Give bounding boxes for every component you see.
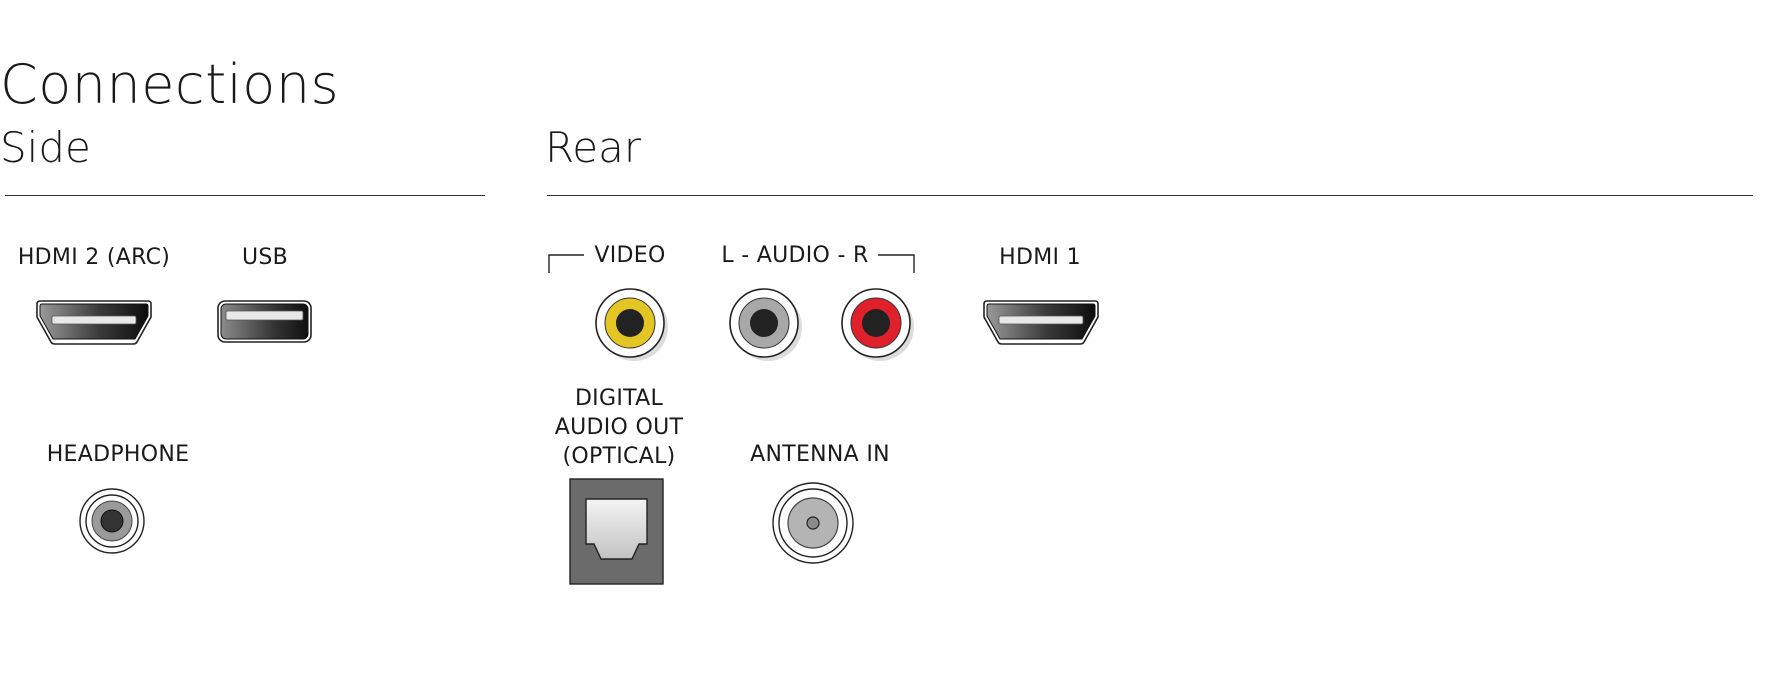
- hdmi2-label: HDMI 2 (ARC): [17, 245, 171, 270]
- antenna-in-label: ANTENNA IN: [750, 442, 890, 467]
- digital-audio-out-line-2: AUDIO OUT: [554, 415, 684, 440]
- digital-audio-out-label: DIGITAL AUDIO OUT (OPTICAL): [544, 384, 694, 471]
- video-label: VIDEO: [594, 243, 666, 268]
- usb-port-icon: [217, 300, 312, 343]
- page-title: Connections: [0, 53, 340, 116]
- rear-heading: Rear: [545, 123, 642, 172]
- rca-jack-icon: [841, 288, 914, 361]
- hdmi-port-icon: [36, 300, 152, 345]
- optical-port-icon: [569, 478, 664, 585]
- headphone-label: HEADPHONE: [46, 442, 190, 467]
- hdmi1-label: HDMI 1: [999, 245, 1081, 270]
- hdmi-port-icon: [983, 300, 1099, 345]
- av-bracket: [548, 254, 915, 273]
- usb-label: USB: [241, 245, 289, 270]
- side-divider: [5, 195, 485, 196]
- rca-jack-icon: [729, 288, 802, 361]
- rear-divider: [547, 195, 1753, 196]
- side-heading: Side: [0, 123, 91, 172]
- antenna-port-icon: [772, 482, 854, 564]
- digital-audio-out-line-3: (OPTICAL): [562, 444, 676, 469]
- digital-audio-out-line-1: DIGITAL: [574, 386, 664, 411]
- headphone-jack-icon: [79, 488, 145, 554]
- audio-label: L - AUDIO - R: [721, 243, 869, 268]
- rca-jack-icon: [595, 288, 668, 361]
